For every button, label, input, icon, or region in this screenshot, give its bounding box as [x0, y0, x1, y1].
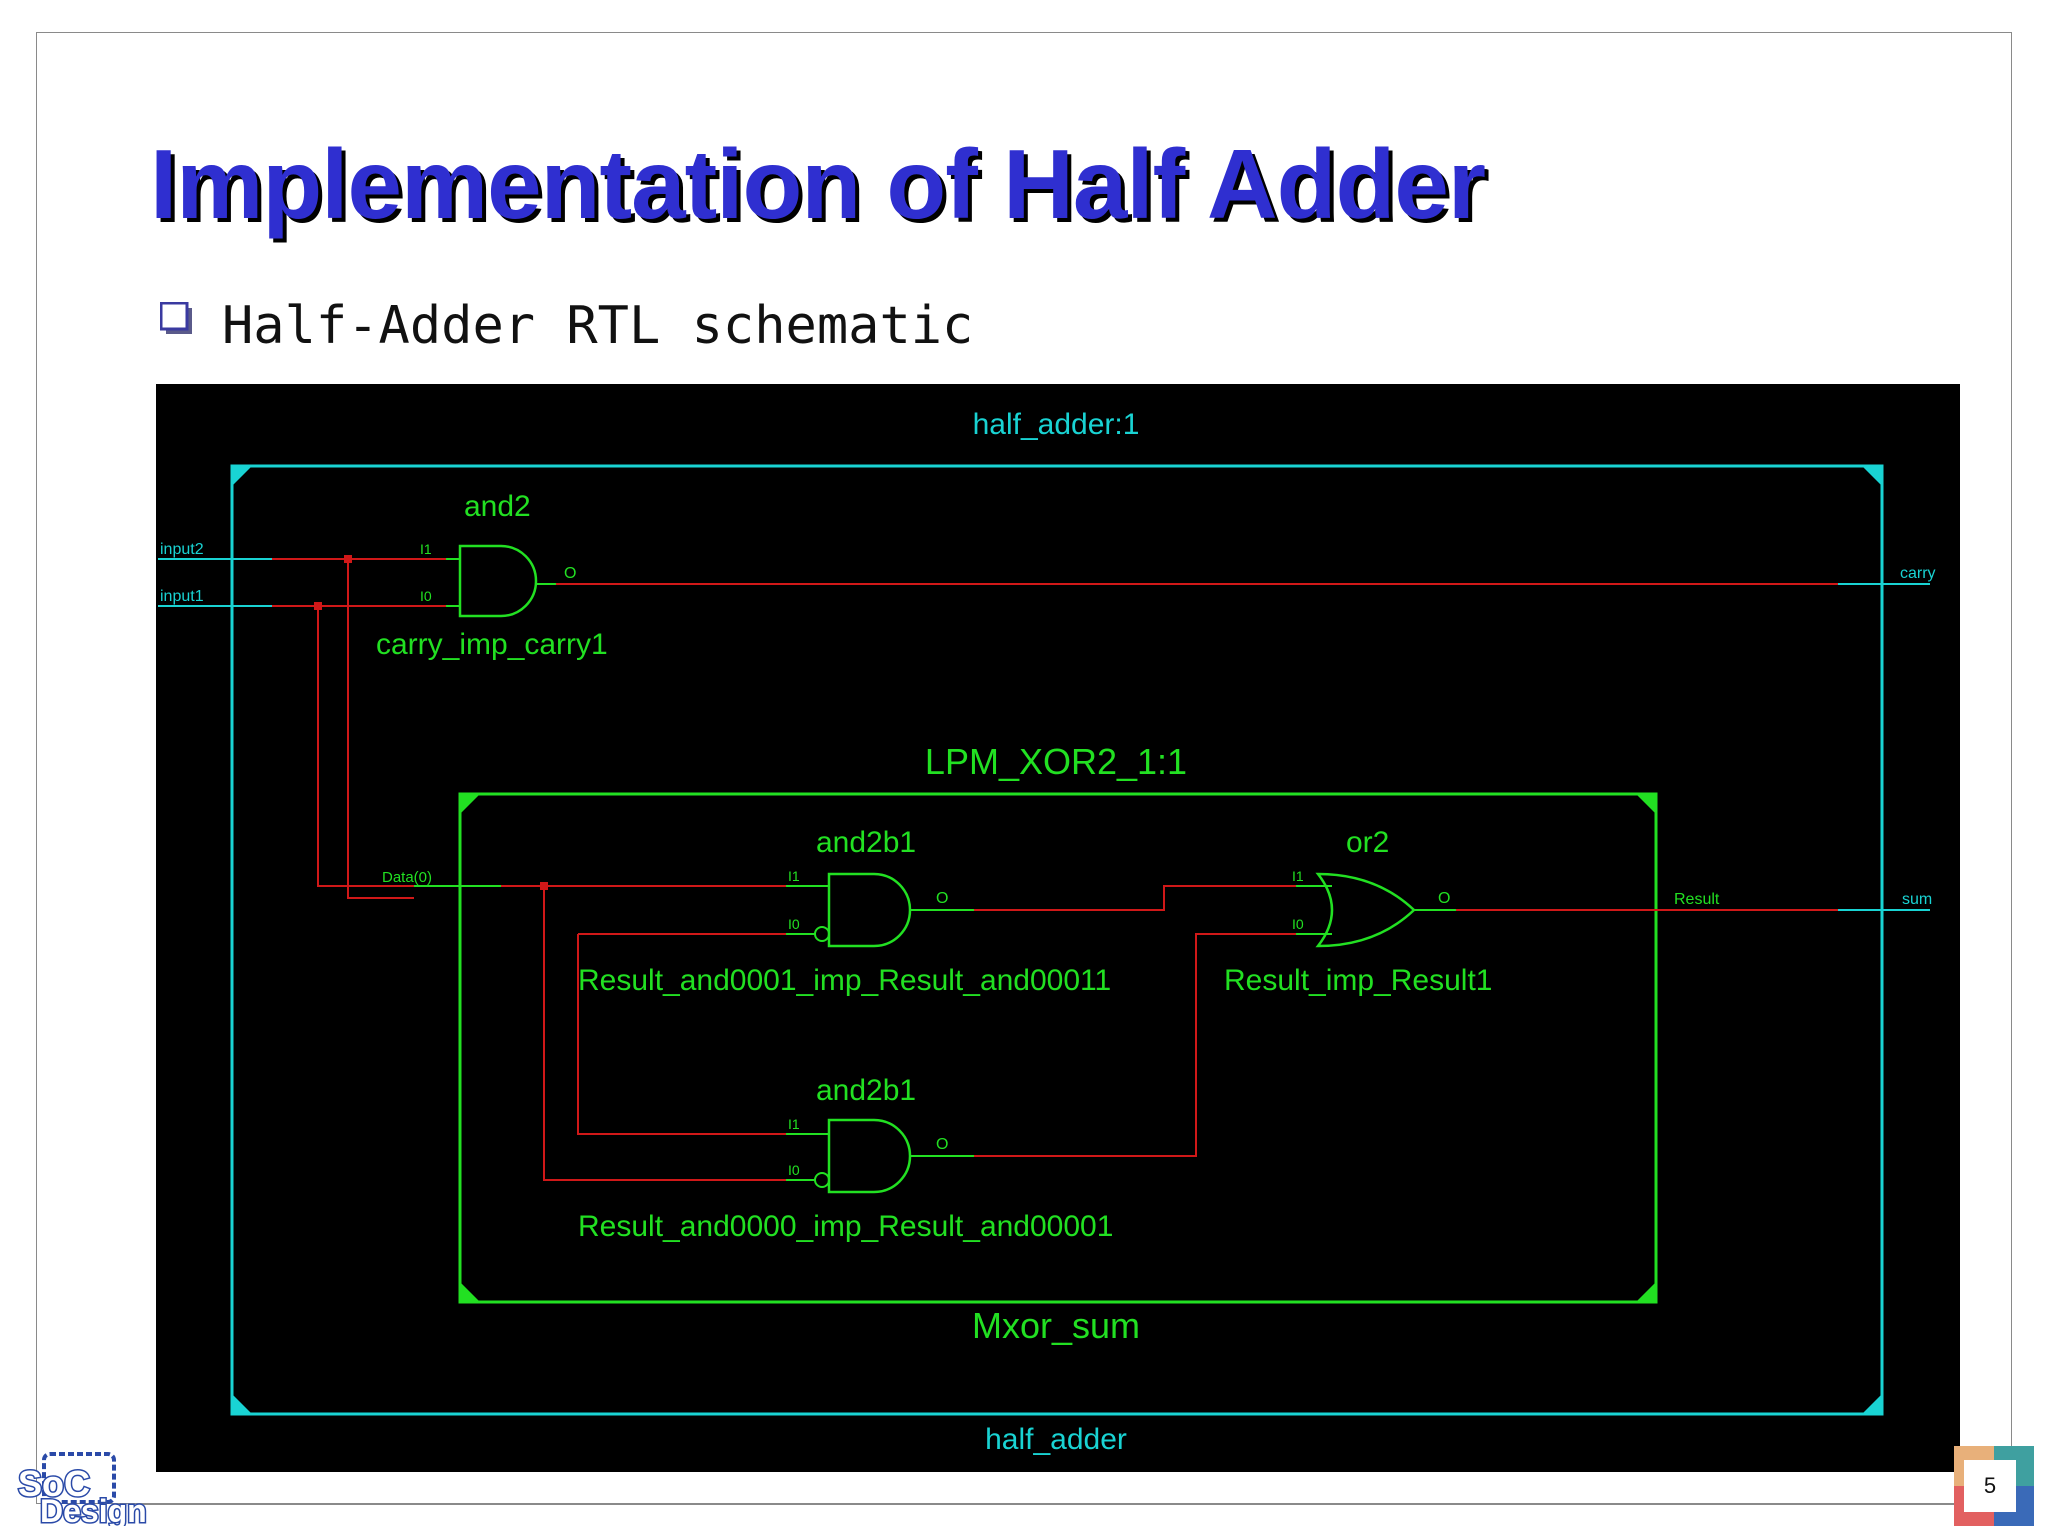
footer-rule — [140, 1504, 1960, 1505]
data0-port-label: Data(0) — [382, 869, 432, 886]
or2-gate — [1315, 872, 1416, 948]
wire-junction — [344, 555, 352, 563]
or2-pin-i0-label: I0 — [1292, 916, 1304, 932]
and2-pin-i1-label: I1 — [420, 541, 432, 557]
and2b1-bottom-pin-i0-label: I0 — [788, 1162, 800, 1178]
and2b1-top-pin-o-label: O — [936, 890, 948, 907]
result-port-label: Result — [1674, 891, 1720, 908]
or2-pin-o-label: O — [1438, 890, 1450, 907]
wire-junction — [314, 602, 322, 610]
top-module-corner — [232, 466, 252, 486]
soc-design-logo: SoC Design — [17, 1452, 148, 1526]
slide-title: Implementation of Half Adder — [150, 129, 1486, 239]
top-module-label: half_adder:1 — [973, 408, 1140, 441]
and2-type-label: and2 — [464, 490, 531, 523]
xor-block-corner — [460, 794, 480, 814]
and2b1-top-instance-label: Result_and0001_imp_Result_and00011 — [578, 964, 1111, 997]
and2b1-top-type-label: and2b1 — [816, 826, 916, 859]
and2b1-bottom-gate — [827, 1118, 912, 1194]
carry-port-label: carry — [1900, 565, 1936, 582]
xor-block-border — [458, 792, 1658, 1304]
top-module-corner — [1862, 466, 1882, 486]
xor-block-corner — [1636, 794, 1656, 814]
top-module-corner — [1862, 1394, 1882, 1414]
rtl-schematic: half_adder:1 half_adder input2 input1 ca… — [156, 384, 1960, 1472]
input-wires — [272, 558, 446, 899]
and2b1-bottom-pin-i1-label: I1 — [788, 1116, 800, 1132]
top-module-name: half_adder — [985, 1423, 1127, 1456]
bullet-text: Half-Adder RTL schematic — [222, 296, 974, 356]
and2-pin-i0-label: I0 — [420, 588, 432, 604]
and2-pin-o-label: O — [564, 565, 576, 582]
or2-instance-label: Result_imp_Result1 — [1224, 964, 1492, 997]
xor-block-name: Mxor_sum — [972, 1305, 1140, 1346]
and2b1-bottom-inverter-bubble — [814, 1172, 830, 1188]
xor-block-label: LPM_XOR2_1:1 — [925, 741, 1187, 782]
input2-port-label: input2 — [160, 541, 204, 558]
top-module-corner — [232, 1394, 252, 1414]
and2b1-top-gate — [827, 872, 912, 948]
slide-frame — [36, 32, 2012, 1504]
or2-type-label: or2 — [1346, 826, 1389, 859]
and2b1-top-pin-i0-label: I0 — [788, 916, 800, 932]
and2b1-bottom-type-label: and2b1 — [816, 1074, 916, 1107]
and2b1-top-pin-i1-label: I1 — [788, 868, 800, 884]
svg-text:SoC: SoC — [18, 1463, 90, 1504]
xor-block-corner — [460, 1282, 480, 1302]
wire-junction — [540, 882, 548, 890]
and2b1-bottom-pin-o-label: O — [936, 1136, 948, 1153]
schematic-canvas: half_adder:1 half_adder input2 input1 ca… — [158, 408, 1936, 1456]
xor-internal-wires — [501, 885, 1838, 1181]
and2b1-top-inverter-bubble — [814, 926, 830, 942]
page-number-badge: 5 — [1954, 1446, 2034, 1526]
checkbox-bullet-icon — [160, 302, 192, 334]
and2b1-bottom-instance-label: Result_and0000_imp_Result_and00001 — [578, 1210, 1113, 1243]
page-number: 5 — [1983, 1473, 1997, 1498]
and2-instance-label: carry_imp_carry1 — [376, 628, 608, 661]
xor-block-corner — [1636, 1282, 1656, 1302]
page-badge-graphic — [1954, 1446, 2034, 1526]
and2-gate — [458, 544, 538, 618]
svg-text:Design: Design — [40, 1493, 147, 1526]
top-module-border — [230, 464, 1884, 1416]
sum-port-label: sum — [1902, 891, 1932, 908]
or2-pin-i1-label: I1 — [1292, 868, 1304, 884]
input1-port-label: input1 — [160, 588, 204, 605]
